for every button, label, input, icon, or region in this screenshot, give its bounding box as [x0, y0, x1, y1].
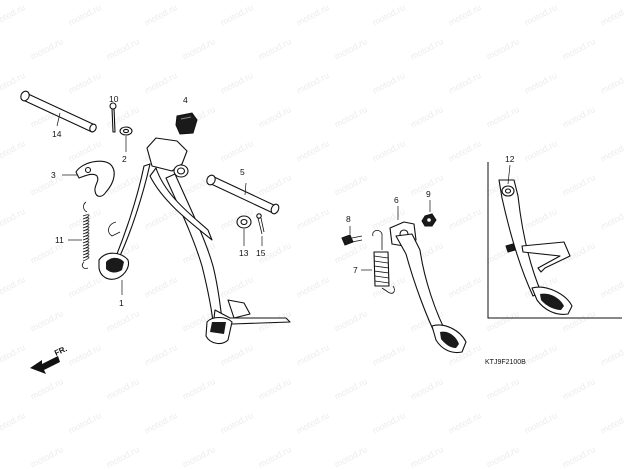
callout-7: 7	[353, 265, 358, 275]
callout-5: 5	[240, 167, 245, 177]
part-3-spring-hook-plate	[75, 160, 115, 197]
front-direction-arrow: FR.	[30, 344, 69, 374]
part-9-nut	[421, 213, 437, 227]
part-2-washer	[119, 126, 133, 136]
callout-11: 11	[55, 235, 64, 245]
callout-9: 9	[426, 189, 431, 199]
diagram-code: KTJ9F2100B	[485, 359, 526, 366]
part-1-main-stand	[98, 137, 291, 345]
callout-13: 13	[239, 248, 249, 258]
part-8-bolt	[341, 234, 363, 246]
direction-label: FR.	[53, 344, 68, 358]
part-15-cotter-pin	[256, 213, 265, 235]
callout-8: 8	[346, 214, 351, 224]
callout-12: 12	[505, 154, 515, 164]
callout-15: 15	[256, 248, 266, 258]
callout-14: 14	[52, 129, 62, 139]
part-13-collar	[236, 215, 252, 229]
part-7-side-stand-spring	[372, 230, 395, 294]
callout-10: 10	[109, 94, 119, 104]
callout-3: 3	[51, 170, 56, 180]
part-14-pivot-shaft	[20, 90, 97, 133]
part-5-bolt	[206, 174, 280, 215]
part-10-cotter-pin	[109, 102, 117, 133]
callout-2: 2	[122, 154, 127, 164]
part-12-side-stand-inset	[487, 162, 622, 319]
callout-4: 4	[183, 95, 188, 105]
callout-6: 6	[394, 195, 399, 205]
part-11-return-spring	[81, 201, 90, 269]
callout-1: 1	[119, 298, 124, 308]
part-4-stopper-rubber	[175, 112, 198, 135]
side-stand-assembly	[395, 233, 467, 354]
